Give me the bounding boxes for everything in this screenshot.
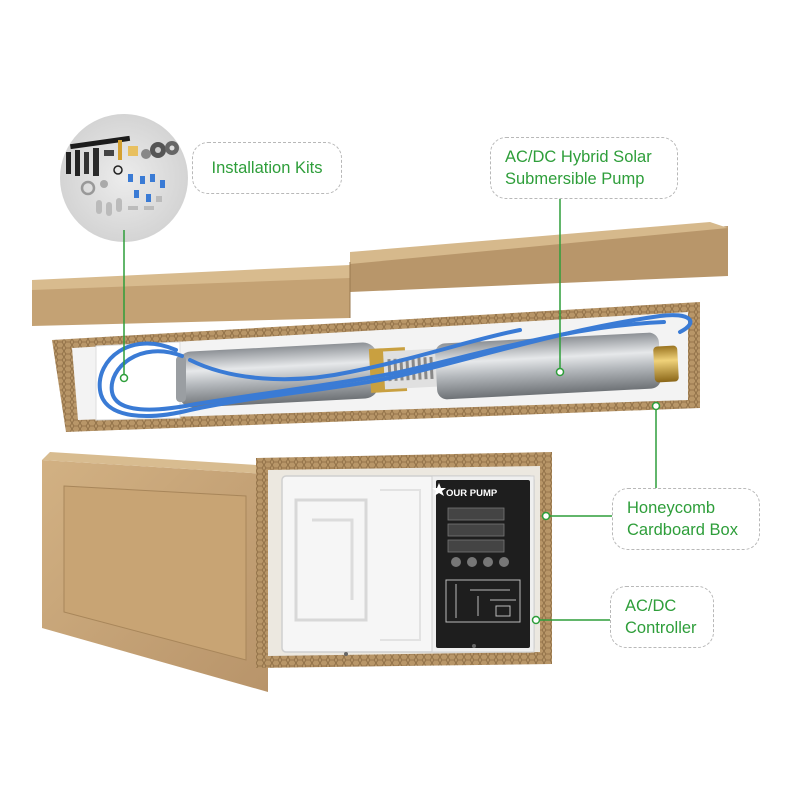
ac-dc-controller: OUR PUMP [281,475,535,656]
installation-kits-image [60,114,188,242]
controller-button-1 [451,557,461,567]
controller-label-line2: Controller [625,619,697,637]
display-segment-1 [447,507,505,521]
installation-kits-label: Installation Kits [211,159,323,177]
controller-button-3 [483,557,493,567]
display-segment-3 [447,539,505,553]
wiring-diagram [445,579,521,623]
pump-label-line2: Submersible Pump [505,170,645,188]
blue-cable [97,313,693,418]
box-label-line2: Cardboard Box [627,521,738,539]
star-icon [432,483,446,496]
installation-kits-callout: Installation Kits [192,142,342,194]
controller-callout: AC/DC Controller [610,586,714,648]
box-label-line1: Honeycomb [627,499,716,517]
controller-button-4 [499,557,509,567]
pump-label-line1: AC/DC Hybrid Solar [505,148,652,166]
cardboard-box-callout: Honeycomb Cardboard Box [612,488,760,550]
leader-lines [123,198,657,621]
controller-brand: OUR PUMP [446,488,498,499]
controller-display-panel [436,480,530,648]
controller-label-line1: AC/DC [625,597,677,615]
leader-points [119,367,661,625]
controller-box-lid [42,452,272,692]
pump-callout: AC/DC Hybrid Solar Submersible Pump [490,137,678,199]
controller-button-2 [467,557,477,567]
pump-box-lid [32,222,728,326]
display-segment-2 [447,523,505,537]
